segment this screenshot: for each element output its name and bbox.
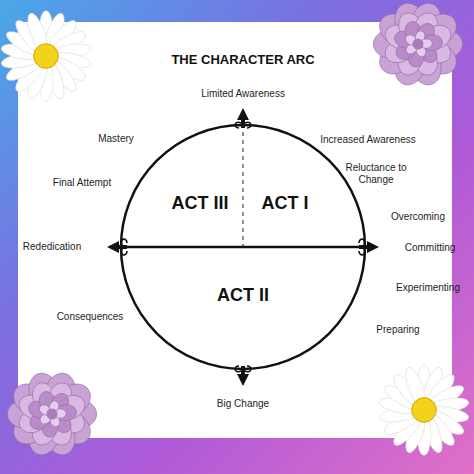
act-label: ACT I xyxy=(262,193,309,214)
stage-label: Reluctance to Change xyxy=(343,162,409,186)
stage-label: Final Attempt xyxy=(53,177,111,189)
peony-flower xyxy=(7,369,97,459)
stage-label: Committing xyxy=(405,242,456,254)
stage-label: Overcoming xyxy=(391,211,445,223)
daisy-flower xyxy=(378,365,470,456)
diagram-title: THE CHARACTER ARC xyxy=(171,54,314,66)
circle-outline xyxy=(119,123,367,371)
stage-label: Limited Awareness xyxy=(201,88,285,100)
stage-label: Big Change xyxy=(217,398,269,410)
stage-label: Preparing xyxy=(376,324,419,336)
stage-label: Consequences xyxy=(57,311,124,323)
stage-label: Mastery xyxy=(98,133,134,145)
stage-label: Rededication xyxy=(23,241,81,253)
act-label: ACT III xyxy=(172,193,229,214)
arc-circle: ACT III ACT I ACT II xyxy=(119,123,367,371)
white-panel xyxy=(18,22,452,438)
stage-label: Increased Awareness xyxy=(320,134,415,146)
peony-flower xyxy=(373,0,463,89)
act-label: ACT II xyxy=(217,285,269,306)
stage-label: Experimenting xyxy=(396,282,460,294)
daisy-flower xyxy=(0,11,92,102)
